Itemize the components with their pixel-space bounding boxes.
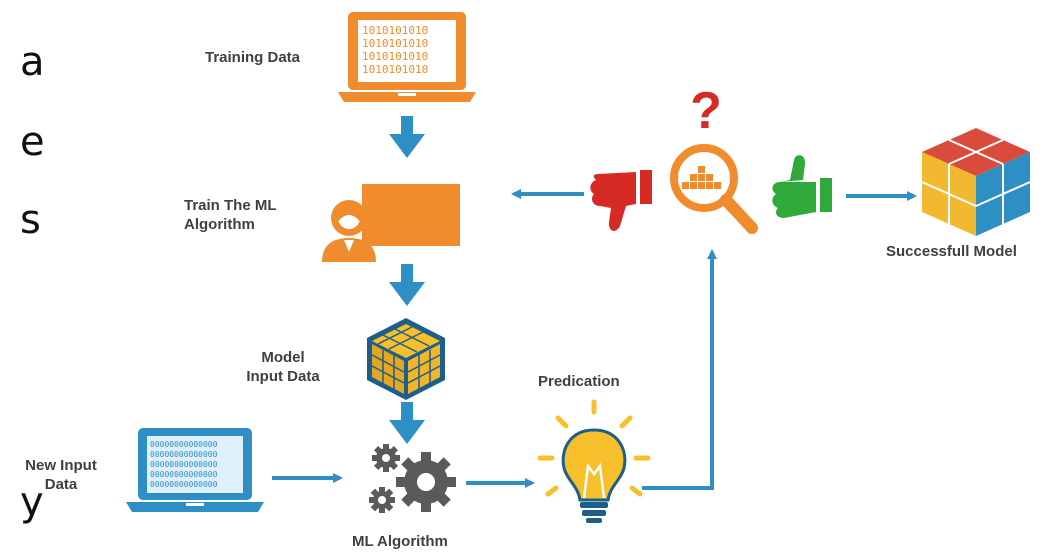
successful-model-label: Successfull Model — [886, 243, 1017, 260]
model-input-cube-icon — [367, 318, 445, 400]
lightbulb-icon — [537, 399, 651, 523]
flow-arrow-down — [389, 402, 425, 444]
train-algorithm-label-line2: Algorithm — [184, 216, 255, 233]
clipped-text-fragment: e — [20, 119, 45, 165]
flow-arrow-down — [389, 116, 425, 158]
thumbs-up-icon — [772, 155, 832, 218]
svg-text:00000000000000: 00000000000000 — [150, 480, 218, 489]
training-data-label: Training Data — [205, 49, 301, 66]
train-algorithm-label-line1: Train The ML — [184, 197, 277, 214]
flow-arrow — [642, 249, 717, 490]
new-input-label-line1: New Input — [25, 457, 97, 474]
new-input-data-label: New Input Data — [6, 456, 116, 494]
svg-text:1010101010: 1010101010 — [362, 63, 428, 76]
ml-algorithm-label: ML Algorithm — [352, 533, 448, 550]
model-input-data-label: Model Input Data — [234, 348, 332, 386]
magnifier-icon — [670, 144, 758, 234]
successful-model-cube-icon — [921, 128, 1031, 236]
clipped-text-fragment: a — [20, 39, 45, 85]
svg-text:1010101010: 1010101010 — [362, 37, 428, 50]
binary-screen: 00000000000000 00000000000000 0000000000… — [150, 440, 218, 489]
clipped-text-fragment: y — [20, 479, 44, 525]
svg-text:1010101010: 1010101010 — [362, 24, 428, 37]
flow-arrow-down — [389, 264, 425, 306]
svg-text:1010101010: 1010101010 — [362, 50, 428, 63]
svg-text:00000000000000: 00000000000000 — [150, 470, 218, 479]
svg-text:00000000000000: 00000000000000 — [150, 460, 218, 469]
thumbs-down-icon — [590, 170, 652, 231]
new-input-label-line2: Data — [44, 476, 78, 493]
training-data-laptop-icon: 1010101010 1010101010 1010101010 1010101… — [338, 12, 476, 102]
training-board-icon — [322, 184, 460, 262]
binary-screen: 1010101010 1010101010 1010101010 1010101… — [362, 24, 428, 76]
question-mark-icon: ? — [690, 82, 722, 140]
model-input-label-line2: Input Data — [246, 368, 320, 385]
model-input-label-line1: Model — [261, 349, 305, 366]
train-algorithm-label: Train The ML Algorithm — [184, 196, 277, 234]
ml-algorithm-gears-icon — [369, 444, 456, 513]
clipped-text-fragment: s — [20, 197, 41, 243]
svg-text:00000000000000: 00000000000000 — [150, 440, 218, 449]
svg-text:00000000000000: 00000000000000 — [150, 450, 218, 459]
new-input-laptop-icon: 00000000000000 00000000000000 0000000000… — [126, 428, 264, 512]
predication-label: Predication — [538, 373, 620, 390]
